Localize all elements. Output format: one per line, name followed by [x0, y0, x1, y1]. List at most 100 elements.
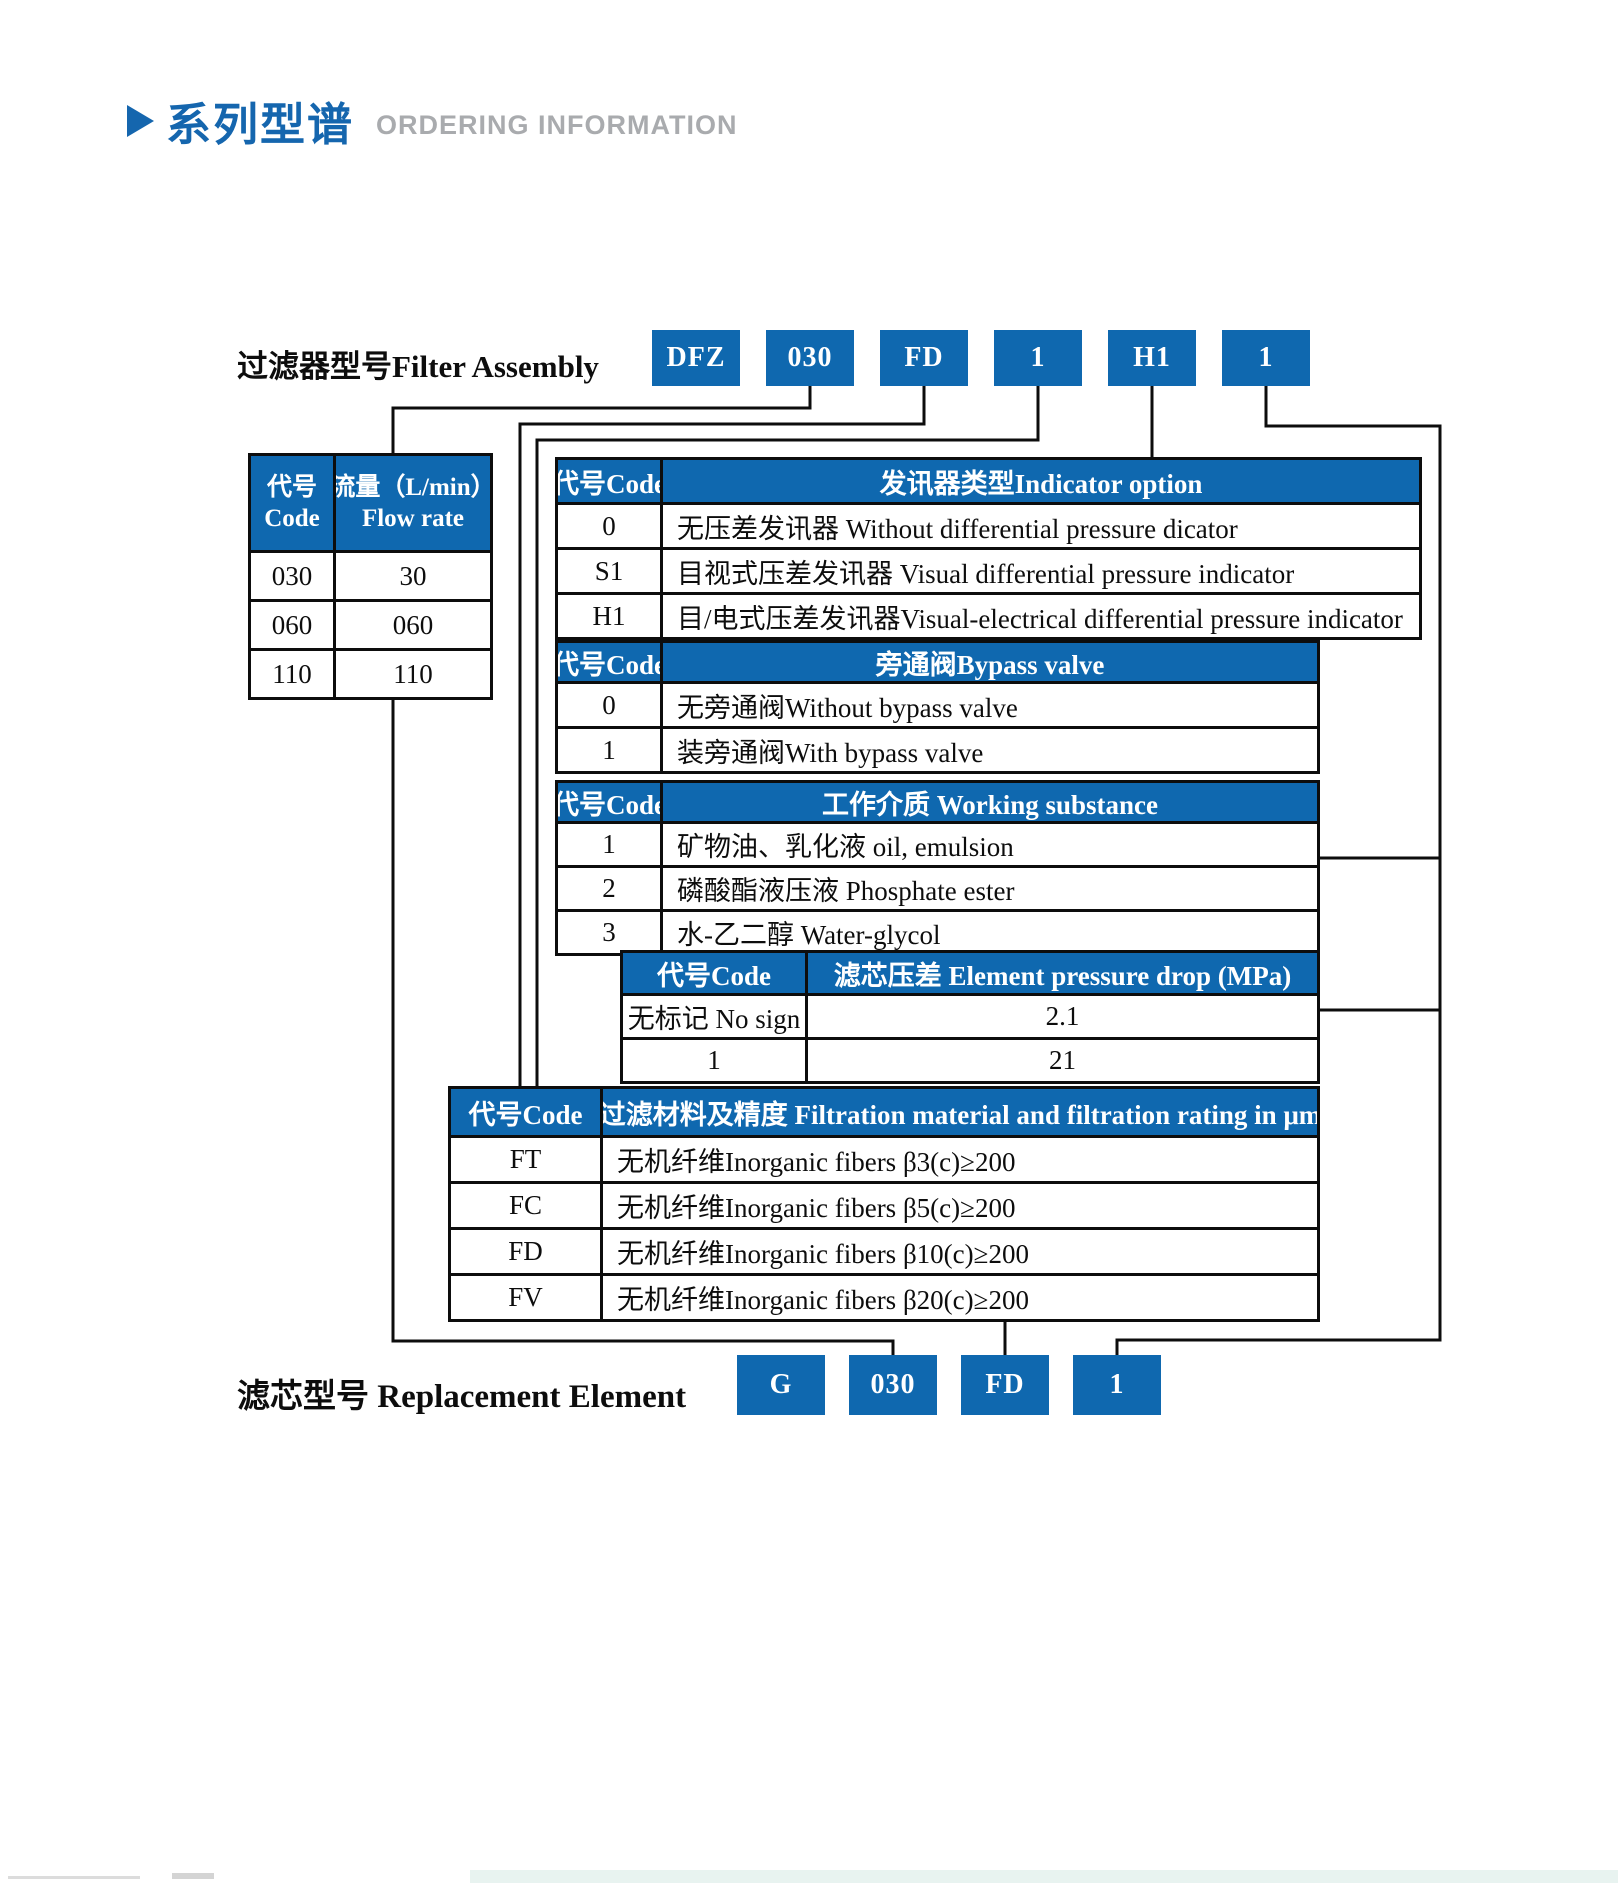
header-code-zh: 代号: [266, 473, 317, 501]
table-row: FV 无机纤维Inorganic fibers β20(c)≥200: [451, 1273, 1317, 1319]
table-row: FT 无机纤维Inorganic fibers β3(c)≥200: [451, 1135, 1317, 1181]
description-cell: 无机纤维Inorganic fibers β20(c)≥200: [617, 1285, 1029, 1315]
code-box: 1: [1073, 1355, 1161, 1415]
description-cell: 110: [393, 658, 433, 689]
code-cell: 0: [558, 505, 663, 547]
code-cell: 2: [558, 868, 663, 909]
table-filtration-material: 代号Code 过滤材料及精度 Filtration material and f…: [448, 1086, 1320, 1322]
description-cell: 无机纤维Inorganic fibers β10(c)≥200: [617, 1239, 1029, 1269]
element-label: 滤芯型号 Replacement Element: [237, 1379, 687, 1415]
table-row: FC 无机纤维Inorganic fibers β5(c)≥200: [451, 1181, 1317, 1227]
code-box: 030: [766, 330, 854, 386]
table-row: S1 目视式压差发讯器 Visual differential pressure …: [558, 547, 1419, 592]
code-box: FD: [961, 1355, 1049, 1415]
header-value-cell: 发讯器类型Indicator option: [879, 468, 1203, 499]
header-code-cell: 代号Code: [451, 1089, 603, 1135]
code-cell: FV: [451, 1276, 603, 1319]
header-code-cell: 代号 Code: [251, 456, 336, 550]
table-row: 030 30: [251, 550, 490, 599]
table-row: 060 060: [251, 599, 490, 648]
header-value-cell: 滤芯压差 Element pressure drop (MPa): [833, 960, 1292, 991]
code-cell: FC: [451, 1184, 603, 1227]
code-cell: H1: [558, 595, 663, 637]
code-cell: 1: [623, 1040, 808, 1081]
description-cell: 30: [399, 560, 427, 591]
table-pressure-drop: 代号Code 滤芯压差 Element pressure drop (MPa) …: [620, 950, 1320, 1084]
description-cell: 目/电式压差发讯器Visual-electrical differential …: [677, 603, 1403, 634]
code-cell: S1: [558, 550, 663, 592]
footer-mark: [172, 1873, 214, 1879]
description-cell: 目视式压差发讯器 Visual differential pressure in…: [677, 558, 1295, 589]
code-cell: FT: [451, 1138, 603, 1181]
code-cell: 060: [251, 602, 336, 648]
footer-mark: [8, 1876, 140, 1879]
code-cell: 030: [251, 553, 336, 599]
table-row: 3 水-乙二醇 Water-glycol: [558, 909, 1317, 953]
header-value-cell: 过滤材料及精度 Filtration material and filtrati…: [603, 1099, 1317, 1130]
header-code-cell: 代号Code: [623, 953, 808, 993]
header-value-en: Flow rate: [361, 505, 465, 532]
arrow-icon: [127, 104, 154, 137]
table-header: 代号Code 旁通阀Bypass valve: [558, 643, 1317, 681]
table-row: 110 110: [251, 648, 490, 697]
assembly-label: 过滤器型号Filter Assembly: [237, 349, 599, 384]
description-cell: 060: [392, 609, 434, 640]
table-header: 代号Code 工作介质 Working substance: [558, 783, 1317, 821]
header-code-cell: 代号Code: [558, 460, 663, 502]
description-cell: 2.1: [1045, 1001, 1080, 1031]
description-cell: 无旁通阀Without bypass valve: [677, 692, 1018, 723]
table-header: 代号Code 发讯器类型Indicator option: [558, 460, 1419, 502]
table-working-substance: 代号Code 工作介质 Working substance 1 矿物油、乳化液 o…: [555, 780, 1320, 956]
header-code-en: Code: [264, 505, 320, 532]
header-code-cell: 代号Code: [558, 643, 663, 681]
footer-strip: [0, 1870, 1618, 1883]
code-cell: FD: [451, 1230, 603, 1273]
header-value-zh: 流量（L/min）: [336, 473, 490, 501]
code-box: H1: [1108, 330, 1196, 386]
code-box: G: [737, 1355, 825, 1415]
table-row: H1 目/电式压差发讯器Visual-electrical differentia…: [558, 592, 1419, 637]
code-box: FD: [880, 330, 968, 386]
page-title-en: ORDERING INFORMATION: [376, 110, 738, 140]
code-box: 1: [1222, 330, 1310, 386]
header-value-cell: 工作介质 Working substance: [821, 789, 1159, 820]
table-row: 1 装旁通阀With bypass valve: [558, 726, 1317, 771]
description-cell: 21: [1049, 1045, 1076, 1075]
code-cell: 1: [558, 729, 663, 771]
description-cell: 装旁通阀With bypass valve: [677, 737, 984, 768]
code-cell: 0: [558, 684, 663, 726]
table-header: 代号 Code 流量（L/min） Flow rate: [251, 456, 490, 550]
table-row: 1 21: [623, 1037, 1317, 1081]
code-cell: 无标记 No sign: [623, 996, 808, 1037]
table-header: 代号Code 过滤材料及精度 Filtration material and f…: [451, 1089, 1317, 1135]
header-value-cell: 流量（L/min） Flow rate: [336, 456, 490, 550]
table-body: 0 无旁通阀Without bypass valve 1 装旁通阀With bypas…: [558, 681, 1317, 771]
description-cell: 矿物油、乳化液 oil, emulsion: [677, 832, 1014, 862]
code-cell: 3: [558, 912, 663, 953]
table-row: 1 矿物油、乳化液 oil, emulsion: [558, 821, 1317, 865]
header-value-cell: 旁通阀Bypass valve: [875, 649, 1105, 680]
description-cell: 水-乙二醇 Water-glycol: [677, 920, 941, 950]
footer-band: [470, 1870, 1618, 1883]
table-header: 代号Code 滤芯压差 Element pressure drop (MPa): [623, 953, 1317, 993]
description-cell: 无机纤维Inorganic fibers β5(c)≥200: [617, 1193, 1016, 1223]
page-title: 系列型谱: [166, 99, 355, 150]
code-cell: 110: [251, 651, 336, 697]
table-row: 无标记 No sign 2.1: [623, 993, 1317, 1037]
description-cell: 无机纤维Inorganic fibers β3(c)≥200: [617, 1147, 1016, 1177]
table-bypass-valve: 代号Code 旁通阀Bypass valve 0 无旁通阀Without bypa…: [555, 640, 1320, 774]
header-code-cell: 代号Code: [558, 783, 663, 821]
page-header: 系列型谱 ORDERING INFORMATION: [127, 88, 738, 153]
code-cell: 1: [558, 824, 663, 865]
